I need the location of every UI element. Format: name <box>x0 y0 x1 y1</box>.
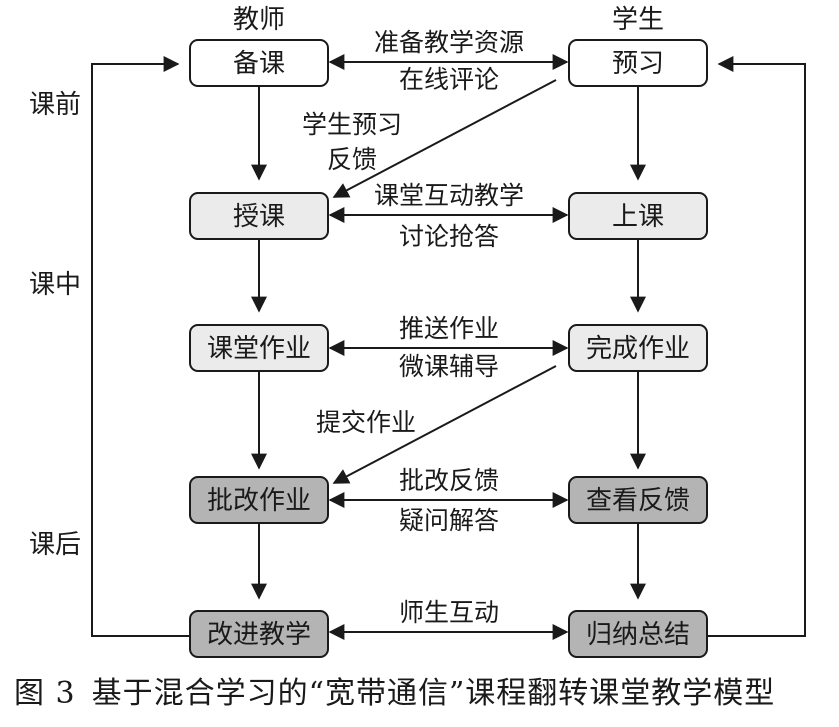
figure-title: 基于混合学习的“宽带通信”课程翻转课堂教学模型 <box>91 676 776 711</box>
teacher-node-grading-box <box>189 476 329 524</box>
link-label-row-2-top: 课堂互动教学 <box>374 181 524 210</box>
teacher-node-prepare-box <box>189 39 329 87</box>
diagonal-arrow-preview-feedback <box>332 79 557 198</box>
diagonal-arrow-submit-homework <box>332 365 557 484</box>
diagonal-label-submit-homework: 提交作业 <box>316 408 416 437</box>
link-label-row-5: 师生互动 <box>399 598 499 627</box>
student-loop-arrow <box>707 56 806 637</box>
teacher-node-grading: 批改作业 <box>207 486 311 516</box>
teacher-node-improve-box <box>189 610 329 658</box>
figure-caption: 图 3 基于混合学习的“宽带通信”课程翻转课堂教学模型 <box>14 668 834 712</box>
phase-label-before-class: 课前 <box>29 90 81 120</box>
student-node-summary: 归纳总结 <box>586 620 690 650</box>
student-node-summary-box <box>568 610 708 658</box>
teacher-column-header: 教师 <box>233 5 285 35</box>
teacher-node-classwork-box <box>189 324 329 372</box>
diagonal-label-preview-line-1: 学生预习 <box>302 110 402 139</box>
teacher-loop-arrow <box>91 56 190 637</box>
student-node-feedback: 查看反馈 <box>586 486 690 516</box>
link-label-row-2-bottom: 讨论抢答 <box>399 222 499 251</box>
teacher-node-teach-box <box>189 192 329 240</box>
student-node-preview: 预习 <box>612 49 664 79</box>
phase-label-after-class: 课后 <box>29 530 81 560</box>
link-label-row-4-top: 批改反馈 <box>399 466 499 495</box>
teacher-node-teach: 授课 <box>233 202 285 232</box>
phase-label-in-class: 课中 <box>29 270 81 300</box>
student-node-homework-box <box>568 324 708 372</box>
link-label-row-3-bottom: 微课辅导 <box>399 352 499 381</box>
student-node-class: 上课 <box>612 202 664 232</box>
student-node-preview-box <box>568 39 708 87</box>
diagonal-label-preview-line-2: 反馈 <box>327 145 377 174</box>
teacher-node-improve: 改进教学 <box>207 620 311 650</box>
link-label-row-1-top: 准备教学资源 <box>374 28 524 57</box>
student-node-feedback-box <box>568 476 708 524</box>
link-label-row-1-bottom: 在线评论 <box>399 65 499 94</box>
student-node-class-box <box>568 192 708 240</box>
link-label-row-4-bottom: 疑问解答 <box>399 506 499 535</box>
figure-number: 图 3 <box>14 676 76 711</box>
teacher-node-prepare: 备课 <box>233 49 285 79</box>
link-label-row-3-top: 推送作业 <box>399 314 499 343</box>
flipped-classroom-diagram: 教师 学生 课前 课中 课后 备课 授课 课堂作业 批改作业 改进教学 预习 上… <box>29 5 806 658</box>
student-column-header: 学生 <box>612 5 664 35</box>
student-node-homework: 完成作业 <box>586 334 690 364</box>
teacher-node-classwork: 课堂作业 <box>207 334 311 364</box>
